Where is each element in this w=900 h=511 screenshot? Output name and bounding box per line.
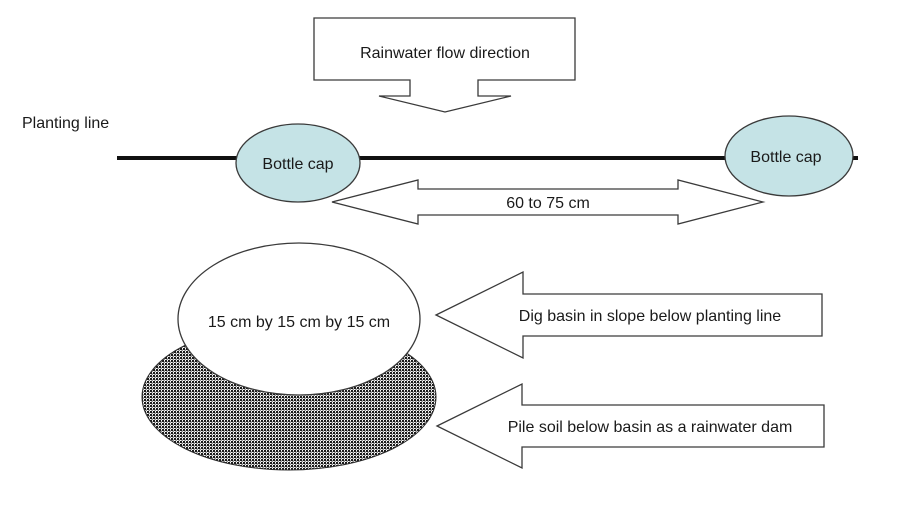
bottle-cap-left-shape (235, 123, 361, 203)
bottle-cap-left-label: Bottle cap (262, 156, 333, 173)
flow-direction-arrow (313, 17, 576, 113)
dig-basin-label: Dig basin in slope below planting line (519, 308, 781, 325)
basin-shape (177, 242, 421, 396)
planting-line-label: Planting line (22, 115, 109, 132)
spacing-label: 60 to 75 cm (506, 195, 590, 212)
basin-label: 15 cm by 15 cm by 15 cm (208, 314, 390, 331)
spacing-arrow (331, 179, 766, 225)
pile-soil-label: Pile soil below basin as a rainwater dam (508, 419, 793, 436)
dig-basin-arrow (434, 270, 823, 360)
pile-soil-arrow (435, 382, 825, 470)
bottle-cap-right-label: Bottle cap (750, 149, 821, 166)
flow-direction-label: Rainwater flow direction (360, 45, 530, 62)
bottle-cap-right-shape (724, 115, 854, 197)
